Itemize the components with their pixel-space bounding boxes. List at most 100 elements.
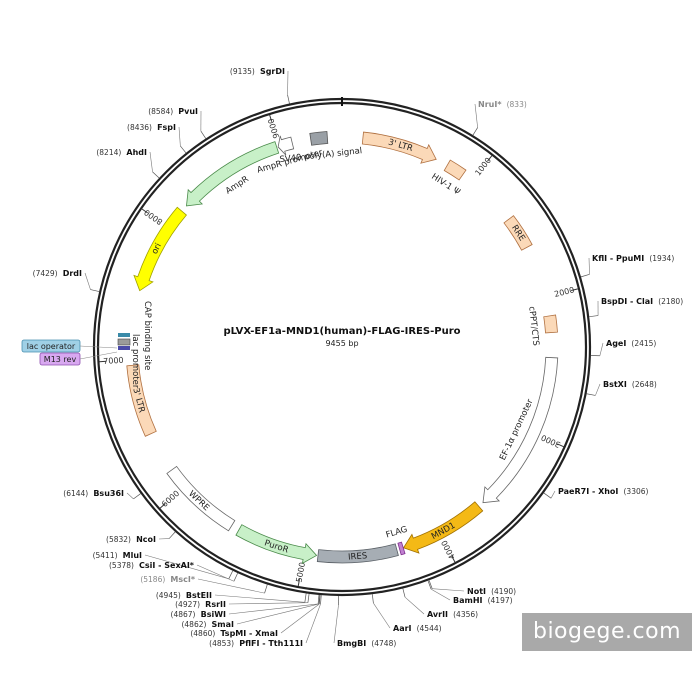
restriction-sites: (9135) SgrDI NruI* (833) (8584) PvuI(8436)… [33,59,684,650]
site-aari: AarI (4544) [371,594,442,633]
site-tick [287,94,290,104]
m13-rev-tag-label: M13 rev [44,355,77,364]
cap-site-label: CAP binding site [142,301,152,370]
site-position: (5411) [93,551,118,560]
site-fspi: (8436) FspI [127,115,187,154]
feature-shape [543,314,558,334]
site-leader [588,257,590,275]
lac-promoter-marker [117,338,131,346]
site-position: (8214) [96,148,121,157]
site-mlui: (5411) MluI [93,551,234,580]
site-label: PaeR7I - XhoI (3306) [558,479,649,498]
site-ncoi: (5832) NcoI [106,527,176,546]
site-leader [373,602,391,629]
site-tick [320,595,322,605]
site-position: (2648) [632,380,657,389]
site-label: (8436) FspI [127,115,176,134]
site-tick [472,127,478,136]
site-tick [402,588,406,598]
feature-shape [166,465,236,532]
site-agei: AgeI (2415) [590,331,656,357]
tick-label: 9000 [266,117,281,139]
site-label: BstXI (2648) [603,372,657,391]
site-name: FspI [157,123,176,132]
site-name: BstEII [186,591,212,600]
site-position: (4867) [171,610,196,619]
tick-6000 [159,503,166,509]
lac-operator-marker [118,346,130,350]
site-name: BstXI [603,380,627,389]
site-bsu36i: (6144) Bsu36I [63,489,141,500]
m13-rev-leader [79,351,118,360]
feature-shape [133,206,188,292]
site-leader [280,603,320,634]
site-name: NruI* [478,100,502,109]
feature-shape [361,131,437,164]
site-tick [200,130,207,139]
site-nrui: NruI* (833) [472,92,527,136]
site-position: (2415) [631,339,656,348]
site-label: (8584) PvuI [148,99,198,118]
site-leader [178,126,181,146]
site-tick [152,171,160,179]
site-leader [214,594,305,603]
site-position: (833) [507,100,527,109]
site-leader [84,272,91,290]
site-position: (4860) [190,629,215,638]
feature-puror: PuroR [235,524,318,565]
site-tick [133,493,141,500]
site-position: (4748) [371,639,396,648]
tick-9000 [269,114,273,122]
site-label: (9135) SgrDI [230,59,285,78]
site-tick [428,580,433,589]
feature-shape [277,135,295,156]
site-leader [197,578,265,594]
site-label: (4945) BstEII [156,583,212,602]
site-tick [228,570,234,579]
site-position: (4945) [156,591,181,600]
site-leader [430,588,451,601]
site-position: (5378) [109,561,134,570]
site-name: SmaI [212,620,234,629]
feature-label: IRES [348,551,368,562]
side-tags: lac operator M13 rev [21,339,118,366]
site-tick [586,393,596,396]
site-name: RsrII [205,600,226,609]
site-bmgbi: BmgBI (4748) [333,595,396,648]
feature-cppt-cts: cPPT/CTS [526,306,558,346]
site-position: (3306) [624,487,649,496]
site-position: (5186) [140,575,165,584]
site-tick [307,593,310,603]
site-tick [90,289,100,292]
site-pflfi-tth111i: (4853) PflFI - Tth111I [209,595,322,650]
site-label: AgeI (2415) [606,331,656,350]
site-tick [318,595,321,605]
feature-rre: RRE [503,215,533,251]
watermark: biogege.com [532,619,682,644]
lac-promoter-label: lac promoter [130,334,140,389]
watermark-box [522,613,692,651]
site-label: (5832) NcoI [106,527,156,546]
site-label: NruI* (833) [478,92,527,111]
site-position: (4544) [417,624,442,633]
site-position: (2180) [658,297,683,306]
site-position: (5832) [106,535,131,544]
site-label: AvrII (4356) [427,602,478,621]
site-name: PaeR7I - XhoI [558,487,618,496]
tick-label: 3000 [540,433,562,450]
site-label: (4853) PflFI - Tth111I [209,631,303,650]
feature-shape [316,543,399,564]
site-tick [317,594,320,604]
site-leader [228,603,319,615]
site-position: (7429) [33,269,58,278]
site-name: CsiI - SexAI* [139,561,195,570]
feature-shape [186,141,280,207]
site-position: (4853) [209,639,234,648]
site-label: BspDI - ClaI (2180) [601,289,683,308]
tick-label: 6000 [160,489,181,509]
site-position: (4862) [181,620,206,629]
site-name: SgrDI [260,67,285,76]
site-kfli-ppumi: KflI - PpuMI (1934) [580,254,674,278]
